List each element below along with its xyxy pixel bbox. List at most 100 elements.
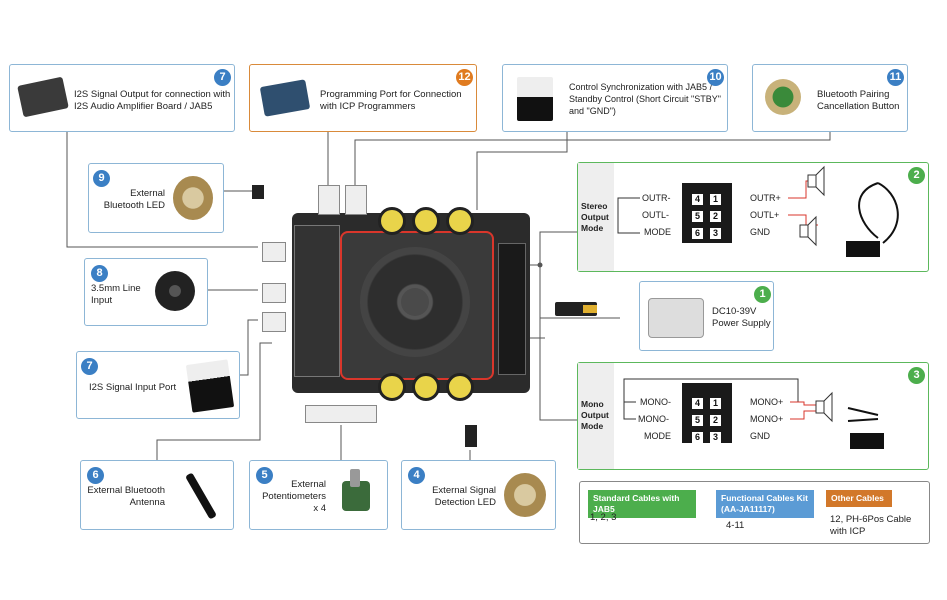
line-input-connector	[262, 283, 286, 303]
programmer-board-icon	[259, 79, 311, 117]
callout-i2s-output: I2S Signal Output for connection with I2…	[9, 64, 235, 132]
callout-pairing-button: Bluetooth Pairing Cancellation Button 11	[752, 64, 908, 132]
output-terminals	[498, 243, 526, 375]
wire-c7-left	[240, 319, 258, 376]
callout-i2s-input: 7 I2S Signal Input Port	[76, 351, 240, 419]
callout-potentiometers: 5 External Potentiometers x 4	[249, 460, 388, 530]
amplifier-board	[292, 207, 530, 401]
pin-label: MONO-	[640, 397, 671, 407]
wire-output-bus	[539, 231, 577, 421]
pin-number: 3	[710, 228, 721, 239]
callout-number: 5	[256, 467, 273, 484]
audio-jack-icon	[155, 271, 195, 311]
callout-power-supply: DC10-39V Power Supply 1	[639, 281, 774, 351]
pin-number: 6	[692, 432, 703, 443]
signal-led-connector	[465, 425, 477, 447]
callout-bluetooth-antenna: 6 External Bluetooth Antenna	[80, 460, 234, 530]
mode-header-bg	[578, 363, 614, 469]
sync-connector	[345, 185, 367, 215]
callout-number: 3	[908, 367, 925, 384]
antenna-icon	[185, 472, 217, 520]
led-holder-icon	[504, 473, 546, 517]
pin-label: OUTR-	[642, 193, 671, 203]
led-connector	[252, 185, 264, 199]
pin-label: GND	[750, 431, 770, 441]
i2s-input-connector	[262, 312, 286, 332]
legend-standard-tag: Standard Cables with JAB5	[588, 490, 696, 518]
mono-speaker-wiring	[623, 378, 884, 449]
power-adapter-icon	[648, 298, 704, 338]
legend-other-value: 12, PH-6Pos Cable with ICP	[830, 514, 912, 537]
pin-label: MONO+	[750, 397, 784, 407]
callout-text: DC10-39V Power Supply	[712, 306, 771, 329]
callout-number: 7	[81, 358, 98, 375]
jumper-cable-icon	[517, 77, 553, 121]
pin-label: OUTL-	[642, 210, 669, 220]
terminal-block	[682, 383, 732, 443]
terminal-block	[682, 183, 732, 243]
callout-number: 6	[87, 467, 104, 484]
callout-number: 1	[754, 286, 771, 303]
capacitor-5	[412, 373, 440, 401]
pin-number: 6	[692, 228, 703, 239]
callout-number: 11	[887, 69, 904, 86]
callout-bluetooth-led: 9 External Bluetooth LED	[88, 163, 224, 233]
mono-mode-header: Mono Output Mode	[581, 399, 609, 431]
capacitor-4	[378, 373, 406, 401]
board-thumbnail-icon	[17, 76, 69, 118]
pin-number: 4	[692, 398, 703, 409]
i2s-output-connector	[262, 242, 286, 262]
pin-label: MONO+	[750, 414, 784, 424]
legend-functional-value: 4-11	[726, 520, 745, 531]
callout-number: 8	[91, 265, 108, 282]
callout-text: Programming Port for Connection with ICP…	[320, 89, 462, 112]
push-button-icon	[765, 79, 801, 115]
legend-other-tag: Other Cables	[826, 490, 892, 507]
pin-label: GND	[750, 227, 770, 237]
pin-label: MONO-	[638, 414, 669, 424]
wire-c6	[156, 342, 272, 460]
stereo-speaker-wiring	[617, 165, 899, 257]
callout-text: External Potentiometers x 4	[262, 479, 326, 514]
callout-text: External Signal Detection LED	[432, 485, 496, 508]
potentiometer-knob-icon	[350, 469, 360, 487]
control-pcb	[294, 225, 340, 377]
pin-number: 1	[710, 398, 721, 409]
pin-number: 2	[710, 211, 721, 222]
pin-number: 1	[710, 194, 721, 205]
fan-hub	[401, 288, 429, 316]
callout-number: 12	[456, 69, 473, 86]
speaker-icon	[808, 173, 809, 174]
power-connector-pins	[583, 305, 597, 313]
legend-standard-value: 1, 2, 3	[590, 512, 617, 523]
capacitor-6	[446, 373, 474, 401]
callout-text: Bluetooth Pairing Cancellation Button	[817, 89, 900, 112]
callout-signal-led: 4 External Signal Detection LED	[401, 460, 556, 530]
callout-number: 10	[707, 69, 724, 86]
stereo-mode-header: Stereo Output Mode	[581, 201, 609, 233]
wire-c10	[476, 132, 568, 210]
pin-label: MODE	[644, 431, 671, 441]
callout-text: I2S Signal Input Port	[89, 382, 177, 393]
potentiometer-connectors	[305, 405, 377, 423]
callout-text: Control Synchronization with JAB5 / Stan…	[569, 82, 721, 116]
callout-text: 3.5mm Line Input	[91, 283, 141, 306]
pin-number: 5	[692, 211, 703, 222]
pin-number: 2	[710, 415, 721, 426]
programming-connector	[318, 185, 340, 215]
capacitor-3	[446, 207, 474, 235]
mono-output-panel: Mono Output Mode MONO- MONO- MODE 4 5 6 …	[577, 362, 929, 470]
callout-text: I2S Signal Output for connection with I2…	[74, 89, 231, 112]
wire-c7-top	[66, 132, 258, 248]
wire-c11	[354, 132, 831, 185]
callout-number: 2	[908, 167, 925, 184]
stereo-output-panel: Stereo Output Mode OUTR- OUTL- MODE 4 5 …	[577, 162, 929, 272]
cable-legend: Standard Cables with JAB5 1, 2, 3 Functi…	[579, 481, 930, 544]
pin-label: MODE	[644, 227, 671, 237]
mode-header-bg	[578, 163, 614, 271]
callout-number: 9	[93, 170, 110, 187]
pin-number: 3	[710, 432, 721, 443]
capacitor-2	[412, 207, 440, 235]
callout-text: External Bluetooth Antenna	[87, 485, 165, 508]
callout-text: External Bluetooth LED	[103, 188, 165, 211]
